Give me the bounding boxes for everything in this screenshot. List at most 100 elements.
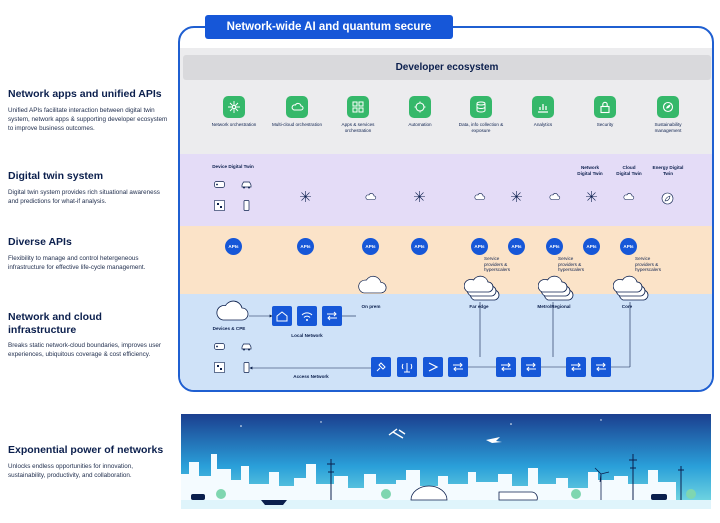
desc-heading: Digital twin system: [8, 170, 104, 182]
desc-heading: Network and cloud infrastructure: [8, 311, 102, 336]
gamepad-icon: [213, 178, 226, 191]
switch-icon: [448, 357, 468, 377]
service-providers-note: Service providers & hyperscalers: [484, 256, 511, 273]
eco-network-orchestration: Network orchestration: [207, 96, 261, 128]
service-providers-note: Service providers & hyperscalers: [558, 256, 585, 273]
api-badge: APIs: [620, 238, 637, 255]
eco-label: Apps & services orchestration: [341, 122, 375, 133]
desc-heading: Exponential power of networks: [8, 444, 164, 456]
eco-apps-services: Apps & services orchestration: [331, 96, 385, 134]
infrastructure-band: [180, 294, 712, 390]
eco-label: Data, info collection & exposure: [458, 122, 504, 133]
cityscape-illustration: [181, 414, 711, 509]
far-edge-label: Far edge: [469, 304, 489, 309]
eco-analytics: Analytics: [516, 96, 570, 128]
phone-icon: [240, 199, 253, 212]
data-icon: [470, 96, 492, 118]
lock-icon: [594, 96, 616, 118]
desc-diverse-apis: Diverse APIs Flexibility to manage and c…: [8, 236, 168, 272]
api-badge: APIs: [508, 238, 525, 255]
eco-sustainability: Sustainability management: [641, 96, 695, 134]
leaf-icon: [661, 192, 674, 205]
chevron-right-icon: [423, 357, 443, 377]
core-cloud-icon: [613, 275, 649, 301]
devices-cpe-label: Devices & CPE: [212, 326, 246, 331]
sensor-icon: [213, 199, 226, 212]
satellite-icon: [371, 357, 391, 377]
eco-label: Multi-cloud orchestration: [271, 122, 323, 127]
local-network-label: Local Network: [291, 333, 323, 338]
desc-exponential: Exponential power of networks Unlocks en…: [8, 444, 168, 480]
eco-label: Network orchestration: [211, 122, 257, 127]
eco-label: Analytics: [533, 122, 553, 127]
cloud-twin-icon: [548, 190, 561, 203]
car-icon: [240, 340, 253, 353]
cloud-icon: [286, 96, 308, 118]
network-twin-icon: [299, 190, 312, 203]
metro-cloud-icon: [538, 275, 574, 301]
api-badge: APIs: [546, 238, 563, 255]
api-badge: APIs: [297, 238, 314, 255]
gamepad-icon: [213, 340, 226, 353]
desc-network-apps: Network apps and unified APIs Unified AP…: [8, 88, 168, 133]
metro-regional-label: Metro/Regional: [537, 304, 571, 309]
cloud-twin-icon: [364, 190, 377, 203]
eco-label: Automation: [408, 122, 432, 127]
api-badge: APIs: [411, 238, 428, 255]
switch-icon: [496, 357, 516, 377]
api-badge: APIs: [362, 238, 379, 255]
eco-label: Sustainability management: [654, 122, 682, 133]
cloud-twin-icon: [473, 190, 486, 203]
apps-icon: [347, 96, 369, 118]
wifi-icon: [297, 306, 317, 326]
diagram-title: Network-wide AI and quantum secure: [205, 15, 453, 39]
analytics-icon: [532, 96, 554, 118]
switch-icon: [591, 357, 611, 377]
api-badge: APIs: [471, 238, 488, 255]
on-prem-label: On prem: [361, 304, 381, 309]
cloud-twin-icon: [622, 190, 635, 203]
antenna-icon: [397, 357, 417, 377]
switch-icon: [521, 357, 541, 377]
service-providers-note: Service providers & hyperscalers: [635, 256, 662, 273]
eco-multi-cloud: Multi-cloud orchestration: [270, 96, 324, 128]
network-twin-icon: [585, 190, 598, 203]
cloud-digital-twin-label: Cloud Digital Twin: [616, 165, 642, 176]
switch-icon: [566, 357, 586, 377]
home-router-icon: [272, 306, 292, 326]
desc-digital-twin: Digital twin system Digital twin system …: [8, 170, 168, 206]
devices-cloud-icon: [216, 300, 249, 321]
eco-automation: Automation: [393, 96, 447, 128]
desc-network-cloud: Network and cloud infrastructure Breaks …: [8, 311, 168, 359]
eco-security: Security: [578, 96, 632, 128]
phone-icon: [240, 361, 253, 374]
api-badge: APIs: [583, 238, 600, 255]
switch-icon: [322, 306, 342, 326]
access-network-label: Access Network: [293, 374, 329, 379]
desc-body: Unified APIs facilitate interaction betw…: [8, 106, 168, 132]
digital-twin-band: [180, 154, 712, 226]
network-digital-twin-label: Network Digital Twin: [577, 165, 603, 176]
car-icon: [240, 178, 253, 191]
sustainability-icon: [657, 96, 679, 118]
desc-heading: Diverse APIs: [8, 236, 72, 248]
network-twin-icon: [510, 190, 523, 203]
automation-icon: [409, 96, 431, 118]
energy-digital-twin-label: Energy Digital Twin: [652, 165, 684, 176]
desc-body: Flexibility to manage and control heterg…: [8, 254, 146, 271]
desc-body: Unlocks endless opportunities for innova…: [8, 462, 133, 479]
network-orchestration-icon: [223, 96, 245, 118]
sensor-icon: [213, 361, 226, 374]
desc-body: Digital twin system provides rich situat…: [8, 188, 160, 205]
far-edge-cloud-icon: [464, 275, 500, 301]
core-label: Core: [621, 304, 633, 309]
device-digital-twin-label: Device Digital Twin: [212, 164, 254, 169]
eco-label: Security: [596, 122, 614, 127]
desc-heading: Network apps and unified APIs: [8, 88, 162, 100]
developer-ecosystem-bar: Developer ecosystem: [183, 55, 711, 80]
eco-data: Data, info collection & exposure: [454, 96, 508, 134]
api-badge: APIs: [225, 238, 242, 255]
on-prem-cloud-icon: [358, 275, 387, 294]
desc-body: Breaks static network-cloud boundaries, …: [8, 342, 161, 359]
